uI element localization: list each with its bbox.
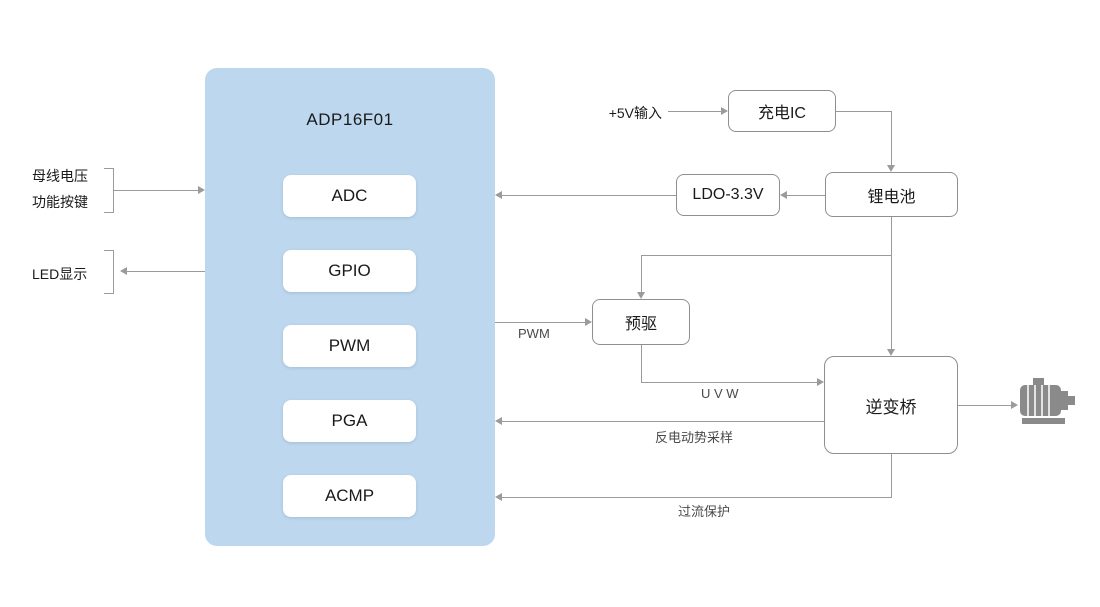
bracket-led-tick-top [104, 250, 114, 251]
connector-battery-to-ldo [787, 195, 825, 196]
arrowhead-into-ldo [780, 191, 787, 199]
label-bemf: 反电动势采样 [655, 430, 734, 445]
arrowhead-into-predriver-left [585, 318, 592, 326]
module-adc: ADC [283, 175, 416, 217]
connector-chargeic-v [891, 111, 892, 166]
connector-battery-branch-h [641, 255, 892, 256]
connector-pwm [495, 322, 585, 323]
bracket-input-tick-bottom [104, 212, 114, 213]
module-pwm: PWM [283, 325, 416, 367]
label-bus-voltage: 母线电压 [32, 168, 88, 184]
connector-ldo-to-mcu [502, 195, 676, 196]
mcu-block [205, 68, 495, 546]
connector-ocp-v [891, 454, 892, 497]
arrowhead-into-inverter-left [817, 378, 824, 386]
connector-chargeic-h [836, 111, 892, 112]
arrowhead-into-inverter-top [887, 349, 895, 356]
label-overcurrent: 过流保护 [678, 504, 731, 519]
label-5v-input: +5V输入 [608, 105, 662, 121]
arrowhead-into-predriver-top [637, 292, 645, 299]
arrowhead-into-mcu-acmp [495, 493, 502, 501]
bracket-led-tick-bottom [104, 293, 114, 294]
arrowhead-into-mcu-adc [495, 191, 502, 199]
arrowhead-into-mcu-pga [495, 417, 502, 425]
motor-icon [1020, 378, 1075, 424]
module-pga: PGA [283, 400, 416, 442]
label-pwm: PWM [518, 326, 550, 341]
arrowhead-into-battery [887, 165, 895, 172]
connector-mcu-to-led [127, 271, 205, 272]
mcu-title: ADP16F01 [306, 110, 394, 129]
block-charge-ic: 充电IC [728, 90, 836, 132]
label-function-keys: 功能按键 [32, 194, 88, 210]
arrowhead-into-chargeic [721, 107, 728, 115]
label-led-display: LED显示 [32, 266, 88, 282]
connector-input-to-mcu [113, 190, 198, 191]
bracket-led-bar [113, 250, 114, 294]
bracket-input-tick-top [104, 168, 114, 169]
connector-ocp-h [502, 497, 892, 498]
arrowhead-into-motor [1011, 401, 1018, 409]
connector-predriver-down [641, 345, 642, 382]
connector-battery-down [891, 217, 892, 350]
connector-5v-to-chargeic [668, 111, 723, 112]
connector-bemf [502, 421, 824, 422]
label-uvw: U V W [701, 386, 739, 401]
connector-uvw [641, 382, 817, 383]
connector-battery-branch-v [641, 255, 642, 293]
block-ldo: LDO-3.3V [676, 174, 780, 216]
arrowhead-into-mcu-left [198, 186, 205, 194]
module-gpio: GPIO [283, 250, 416, 292]
arrowhead-to-led [120, 267, 127, 275]
block-inverter: 逆变桥 [824, 356, 958, 454]
connector-inverter-to-motor [958, 405, 1011, 406]
module-acmp: ACMP [283, 475, 416, 517]
block-battery: 锂电池 [825, 172, 958, 217]
block-predriver: 预驱 [592, 299, 690, 345]
